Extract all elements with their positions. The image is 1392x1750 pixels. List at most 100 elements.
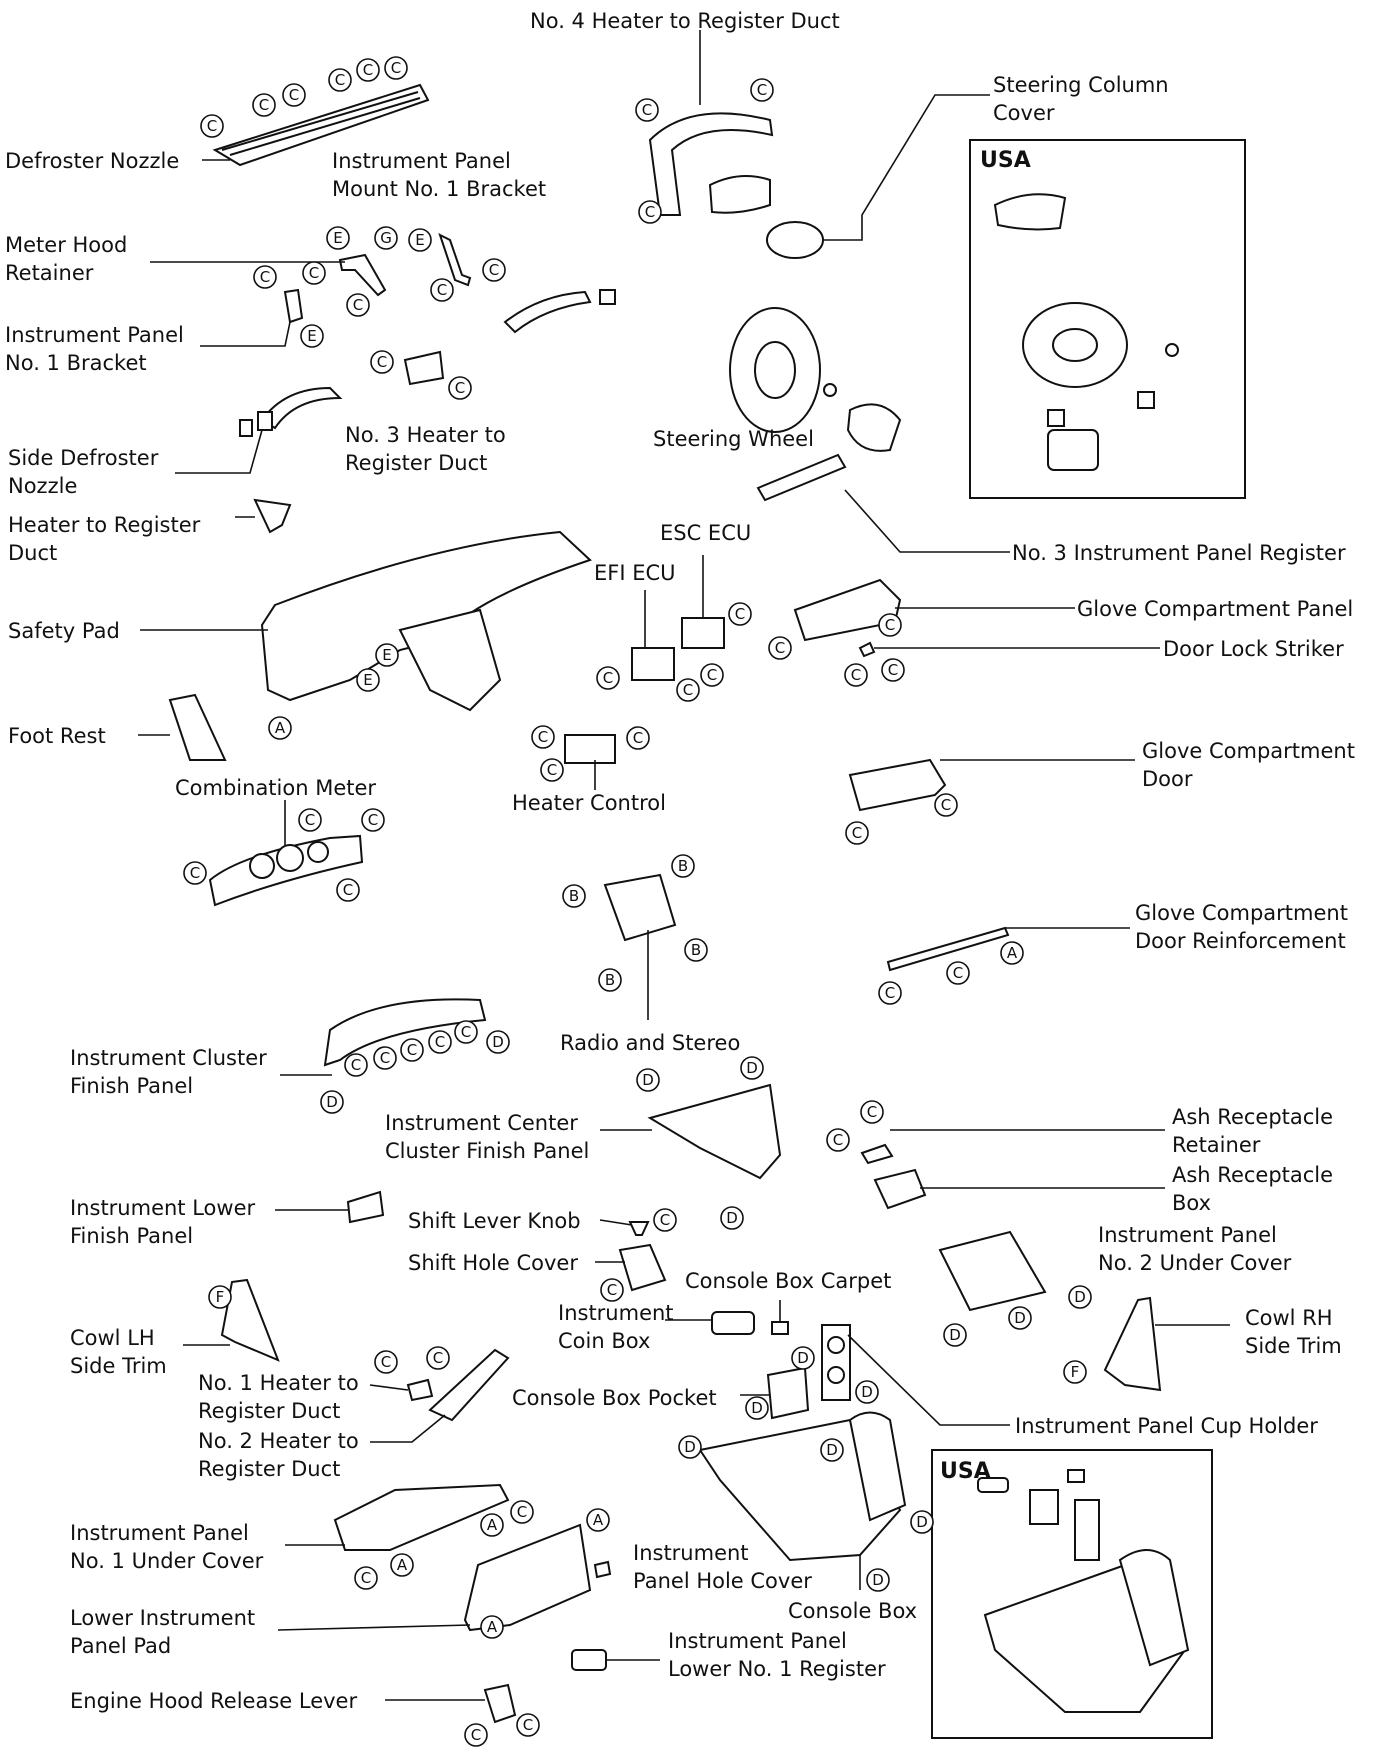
fastener-letter: C <box>867 1103 877 1121</box>
fastener-marker: D <box>866 1568 890 1592</box>
cup-holder-ring-1-part <box>827 1336 845 1354</box>
fastener-letter: D <box>797 1349 809 1367</box>
fastener-marker: A <box>480 1513 504 1537</box>
coin-box-part <box>711 1311 755 1335</box>
label-ip-no1-under-1: Instrument Panel <box>70 1521 249 1545</box>
label-ip-mount-bracket-1: Instrument Panel <box>332 149 511 173</box>
leader-no1-heater <box>369 1384 409 1391</box>
fastener-marker: E <box>356 668 380 692</box>
fastener-marker: C <box>596 666 620 690</box>
glove-door-part <box>848 758 947 812</box>
no2-heater-duct-part <box>428 1348 510 1422</box>
label-cowl-lh-2: Side Trim <box>70 1354 167 1378</box>
label-cowl-rh-2: Side Trim <box>1245 1334 1342 1358</box>
fastener-marker: C <box>344 1053 368 1077</box>
steering-column-cover-lower-part <box>766 221 824 259</box>
fastener-letter: B <box>691 941 701 959</box>
console-pocket-part <box>766 1366 810 1420</box>
fastener-letter: C <box>377 353 387 371</box>
label-engine-hood-lever: Engine Hood Release Lever <box>70 1689 357 1713</box>
label-esc-ecu: ESC ECU <box>660 521 751 545</box>
fastener-marker: C <box>454 1020 478 1044</box>
fastener-letter: C <box>305 811 315 829</box>
label-heater-control: Heater Control <box>512 791 666 815</box>
fastener-marker: A <box>586 1508 610 1532</box>
fastener-letter: C <box>953 964 963 982</box>
usa-clip-part <box>1137 391 1155 409</box>
fastener-letter: C <box>603 669 613 687</box>
fastener-letter: D <box>746 1059 758 1077</box>
fastener-marker: C <box>510 1500 534 1524</box>
label-ip-lower-register-2: Lower No. 1 Register <box>668 1657 886 1681</box>
ash-retainer-part <box>860 1143 894 1165</box>
fastener-letter: C <box>775 639 785 657</box>
fastener-marker: D <box>745 1396 769 1420</box>
fastener-marker: C <box>252 93 276 117</box>
label-coin-box-1: Instrument <box>558 1301 674 1325</box>
label-side-defroster-1: Side Defroster <box>8 446 159 470</box>
fastener-letter: C <box>645 203 655 221</box>
no1-heater-duct-part <box>406 1378 434 1402</box>
fastener-marker: D <box>678 1435 702 1459</box>
label-cowl-lh-1: Cowl LH <box>70 1326 155 1350</box>
no3-heater-duct-part <box>403 350 445 386</box>
safety-pad-center-part <box>398 608 502 712</box>
usa-armrest-part <box>1118 1549 1190 1667</box>
defroster-nozzle-part <box>212 83 430 167</box>
leader-steering-column <box>822 94 990 241</box>
fastener-marker: C <box>934 793 958 817</box>
fastener-letter: D <box>726 1209 738 1227</box>
fastener-marker: E <box>375 643 399 667</box>
label-safety-pad: Safety Pad <box>8 619 120 643</box>
fastener-letter: E <box>307 327 316 345</box>
label-no3-ip-register: No. 3 Instrument Panel Register <box>1012 541 1346 565</box>
fastener-marker: C <box>700 663 724 687</box>
glove-door-reinforcement-part <box>886 926 1010 972</box>
fastener-marker: D <box>855 1380 879 1404</box>
lower-ip-pad-part <box>463 1523 592 1632</box>
fastener-letter: A <box>593 1511 604 1529</box>
fastener-letter: C <box>735 605 745 623</box>
ip-hole-cover-part <box>593 1560 612 1579</box>
fastener-letter: C <box>833 1131 843 1149</box>
fastener-marker: C <box>878 981 902 1005</box>
side-defroster-clip-part <box>239 419 253 437</box>
label-ip-mount-bracket-2: Mount No. 1 Bracket <box>332 177 546 201</box>
fastener-marker: G <box>374 226 398 250</box>
fastener-marker: D <box>1008 1306 1032 1330</box>
side-defroster-clip-2-part <box>257 411 273 431</box>
fastener-letter: E <box>382 646 391 664</box>
label-center-cluster-2: Cluster Finish Panel <box>385 1139 589 1163</box>
fastener-letter: D <box>861 1383 873 1401</box>
fastener-marker: F <box>208 1285 232 1309</box>
ip-no1-under-cover-part <box>333 1483 510 1551</box>
label-console-carpet: Console Box Carpet <box>685 1269 891 1293</box>
fastener-letter: D <box>1074 1288 1086 1306</box>
fastener-marker: C <box>354 1566 378 1590</box>
leader-lower-ip-pad <box>277 1624 471 1631</box>
label-glove-panel: Glove Compartment Panel <box>1077 597 1353 621</box>
label-no1-heater-2: Register Duct <box>198 1399 340 1423</box>
steering-wheel-hub-part <box>754 341 796 399</box>
leader-side-defroster <box>175 429 263 474</box>
fastener-marker: C <box>200 114 224 138</box>
label-glove-door-1: Glove Compartment <box>1142 739 1355 763</box>
usa-inset-box-bottom <box>931 1449 1213 1739</box>
fastener-marker: C <box>540 758 564 782</box>
label-shift-hole-cover: Shift Hole Cover <box>408 1251 578 1275</box>
leader-ip-no1-bracket <box>200 321 291 347</box>
meter-gauge-2-part <box>276 844 304 872</box>
fastener-letter: G <box>380 229 392 247</box>
label-console-box: Console Box <box>788 1599 917 1623</box>
fastener-letter: D <box>642 1071 654 1089</box>
console-armrest-part <box>848 1411 907 1522</box>
meter-hood-retainer-part <box>338 253 387 297</box>
label-heater-register-duct-2: Duct <box>8 541 57 565</box>
fastener-marker: C <box>302 261 326 285</box>
steering-column-cover-upper-part <box>708 175 771 214</box>
label-lower-ip-pad-2: Panel Pad <box>70 1634 171 1658</box>
steering-wheel-pad-part <box>846 403 902 452</box>
fastener-marker: D <box>820 1438 844 1462</box>
fastener-letter: B <box>678 857 688 875</box>
